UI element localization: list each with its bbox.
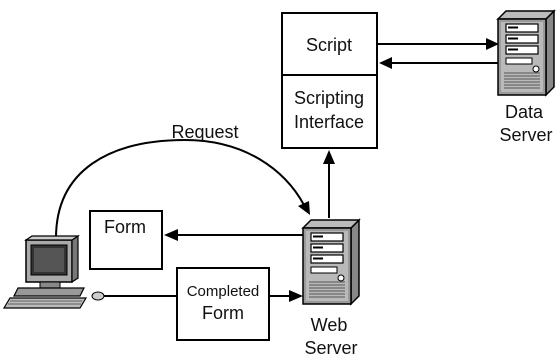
data-server-icon	[497, 10, 555, 96]
form-box	[89, 210, 163, 270]
completed-form-label-line2: Form	[202, 303, 244, 323]
request-arrow	[55, 138, 305, 239]
web-server-to-interface-arrowhead	[323, 150, 335, 164]
completed-form-to-web-server-arrowhead	[289, 290, 303, 302]
data-server-label-line2: Server	[499, 125, 552, 145]
request-label: Request	[171, 122, 238, 142]
completed-form-box	[176, 267, 270, 341]
data-server-to-script-arrowhead	[379, 57, 392, 69]
scripting-interface-label-line2: Interface	[294, 112, 364, 132]
form-label: Form	[104, 217, 146, 237]
desktop-computer-icon	[2, 234, 105, 309]
request-arrowhead	[298, 201, 310, 215]
web-server-icon	[302, 219, 360, 305]
scripting-interface-label-line1: Scripting	[294, 88, 364, 108]
script-box	[281, 12, 378, 149]
web-server-to-form-arrowhead	[164, 229, 178, 241]
web-server-label-line2: Server	[304, 338, 357, 358]
completed-form-label-line1: Completed	[187, 283, 260, 300]
data-server-label-line1: Data	[505, 102, 544, 122]
web-server-label-line1: Web	[311, 315, 348, 335]
script-label: Script	[306, 35, 352, 55]
script-to-data-server-arrowhead	[486, 38, 499, 50]
